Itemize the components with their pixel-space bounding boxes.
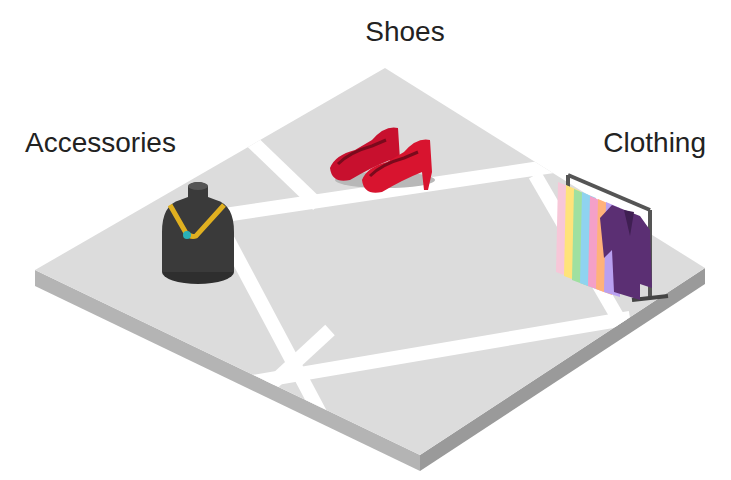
department-label: Accessories [25,128,176,159]
walkways [200,128,630,460]
department-label: Shoes [365,17,444,48]
department-label: Clothing [603,128,706,159]
floor-top [35,68,705,455]
necklace-bust [162,182,234,284]
clothing-rack [556,175,668,300]
red-shoes [330,128,435,193]
